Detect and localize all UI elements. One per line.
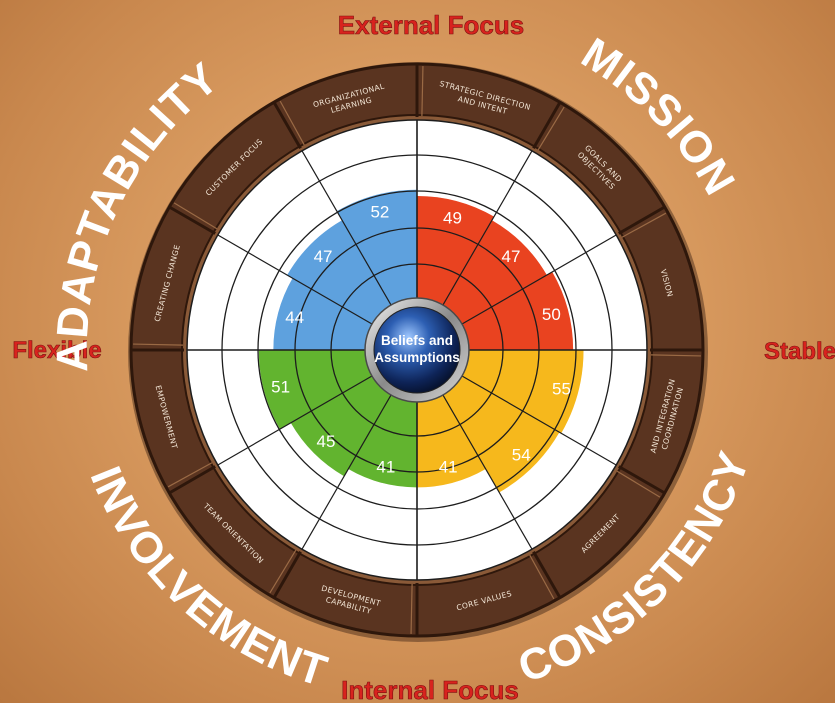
involvement-wedge-highlight-2 xyxy=(290,376,391,477)
involvement-wedge-3 xyxy=(258,350,372,430)
center-badge: Beliefs and Assumptions xyxy=(364,297,470,403)
axis-label-bottom: Internal Focus xyxy=(341,675,519,703)
ring-divider xyxy=(273,551,302,598)
adaptability-wedge-highlight-2 xyxy=(287,220,391,324)
grid-spoke xyxy=(217,234,373,325)
consistency-wedge-3 xyxy=(417,395,486,488)
consistency-wedge-highlight-2 xyxy=(443,376,560,493)
adaptability-score-1: 44 xyxy=(285,308,304,327)
ring-divider xyxy=(532,102,561,149)
ring-divider-highlight xyxy=(279,100,305,146)
involvement-wedge-highlight-3 xyxy=(258,350,372,430)
grid-spoke xyxy=(301,394,392,550)
consistency-wedge-1 xyxy=(462,350,584,434)
axis-label-right: Stable xyxy=(764,338,835,365)
consistency-score-3: 41 xyxy=(439,457,458,476)
ring-divider xyxy=(618,465,665,494)
consistency-score-2: 54 xyxy=(512,445,531,464)
adaptability-wedge-3 xyxy=(336,189,417,305)
center-line-1: Beliefs and xyxy=(381,333,453,348)
mission-wedge-highlight-3 xyxy=(462,271,574,350)
score-wedges xyxy=(258,189,584,493)
ring-divider-highlight xyxy=(650,354,701,357)
grid-lines xyxy=(187,120,647,580)
adaptability-wedge-1 xyxy=(273,278,372,350)
mission-wedge-highlight-1 xyxy=(417,195,495,305)
ring-divider xyxy=(169,465,216,494)
mission-score-1: 49 xyxy=(443,209,462,228)
adaptability-wedge-highlight-3 xyxy=(336,189,417,305)
adaptability-score-2: 47 xyxy=(314,247,333,266)
mission-wedge-2 xyxy=(443,220,547,324)
ring-divider-highlight xyxy=(269,549,297,594)
grid-spoke xyxy=(461,234,617,325)
ring-divider-highlight xyxy=(173,202,218,230)
ring-divider-highlight xyxy=(616,470,661,498)
involvement-wedge-highlight-1 xyxy=(348,395,417,488)
ring-divider xyxy=(273,102,302,149)
involvement-score-2: 45 xyxy=(317,432,336,451)
center-line-2: Assumptions xyxy=(374,350,460,365)
mission-score-3: 50 xyxy=(542,305,561,324)
consistency-wedge-highlight-1 xyxy=(462,350,584,434)
ring-divider-highlight xyxy=(421,66,424,117)
scores: 44 47 52 49 47 50 55 54 41 41 45 51 xyxy=(271,203,571,477)
mission-score-2: 47 xyxy=(502,247,521,266)
ring-divider xyxy=(532,551,561,598)
consistency-score-1: 55 xyxy=(552,380,571,399)
involvement-score-3: 51 xyxy=(271,378,290,397)
involvement-score-1: 41 xyxy=(376,457,395,476)
mission-wedge-1 xyxy=(417,195,495,305)
mission-wedge-highlight-2 xyxy=(443,220,547,324)
grid-spoke xyxy=(217,375,373,466)
ring-divider-highlight xyxy=(621,212,667,238)
grid-spoke xyxy=(442,394,533,550)
involvement-wedge-1 xyxy=(348,395,417,488)
ring-divider xyxy=(169,206,216,235)
grid-spoke xyxy=(301,150,392,306)
ring-divider-highlight xyxy=(537,106,565,151)
mission-wedge-3 xyxy=(462,271,574,350)
consistency-wedge-2 xyxy=(443,376,560,493)
grid-spoke xyxy=(461,375,617,466)
axis-label-top: External Focus xyxy=(338,10,524,40)
ring-divider-highlight xyxy=(133,343,184,346)
involvement-wedge-2 xyxy=(290,376,391,477)
adaptability-wedge-2 xyxy=(287,220,391,324)
ring-dividers xyxy=(132,65,702,635)
ring-divider xyxy=(618,206,665,235)
grid-spoke xyxy=(442,150,533,306)
adaptability-wedge-highlight-1 xyxy=(273,278,372,350)
ring-divider-highlight xyxy=(410,583,413,634)
adaptability-score-3: 52 xyxy=(370,203,389,222)
ring-divider-highlight xyxy=(529,554,555,600)
consistency-wedge-highlight-3 xyxy=(417,395,486,488)
axis-label-left: Flexible xyxy=(12,337,101,364)
ring-divider-highlight xyxy=(167,462,213,488)
